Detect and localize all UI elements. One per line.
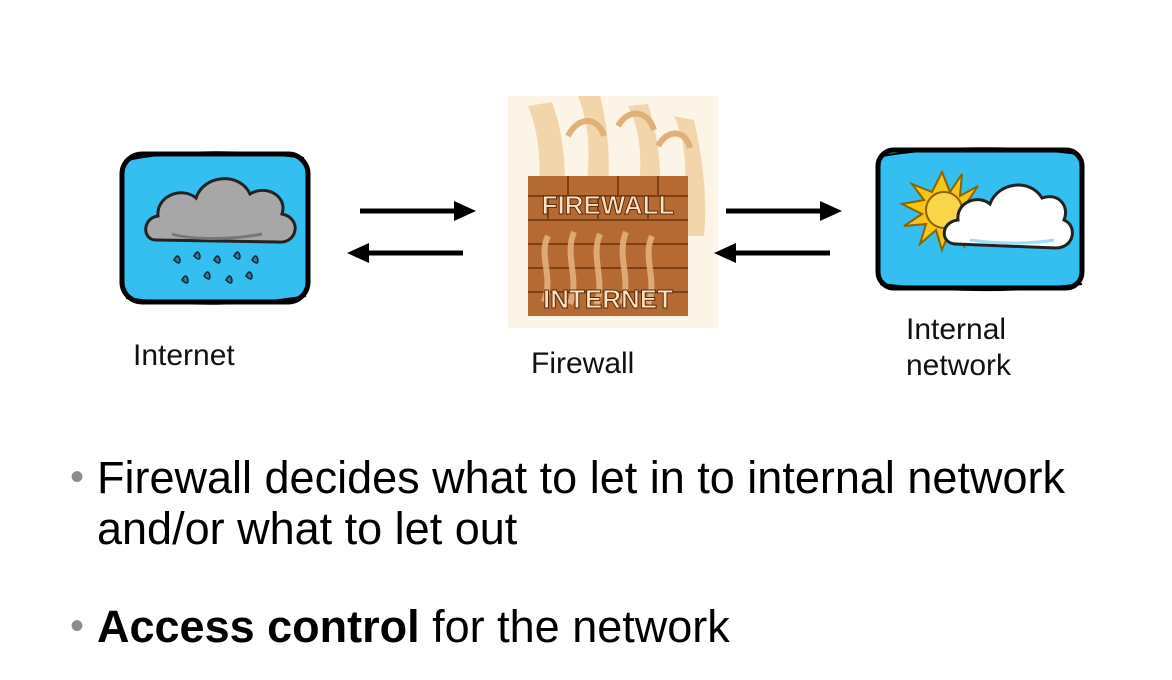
bullet-dot-icon: •	[70, 604, 85, 648]
internet-node	[112, 148, 317, 308]
internal-network-label-line2: network	[906, 349, 1012, 382]
internal-network-label-line1: Internal	[906, 313, 1007, 346]
bullet-list: • Firewall decides what to let in to int…	[70, 452, 1130, 652]
bullet-item-firewall-decides: • Firewall decides what to let in to int…	[70, 452, 1130, 554]
arrow-to-internal-network	[726, 201, 842, 221]
rain-cloud-icon	[119, 151, 311, 305]
arrow-to-internet	[347, 243, 463, 263]
bullet-rest-text: for the network	[419, 601, 730, 652]
firewall-brick-icon: FIREWALL INTERNET	[508, 96, 718, 328]
arrow-to-firewall-from-internal	[714, 243, 830, 263]
bullet-text: Firewall decides what to let in to inter…	[97, 452, 1065, 554]
firewall-image-top-text: FIREWALL	[542, 190, 675, 220]
bullet-bold-text: Access control	[97, 601, 420, 652]
arrow-to-firewall	[360, 201, 476, 221]
internet-label: Internet	[133, 339, 235, 372]
sun-cloud-icon	[875, 147, 1085, 291]
firewall-label: Firewall	[531, 347, 635, 380]
internal-network-node	[870, 144, 1090, 294]
internal-network-label: Internal network	[906, 312, 1011, 384]
bullet-dot-icon: •	[70, 455, 85, 499]
firewall-image-bottom-text: INTERNET	[543, 284, 673, 314]
firewall-node: FIREWALL INTERNET	[508, 96, 718, 328]
bullet-item-access-control: • Access control for the network	[70, 601, 1130, 652]
